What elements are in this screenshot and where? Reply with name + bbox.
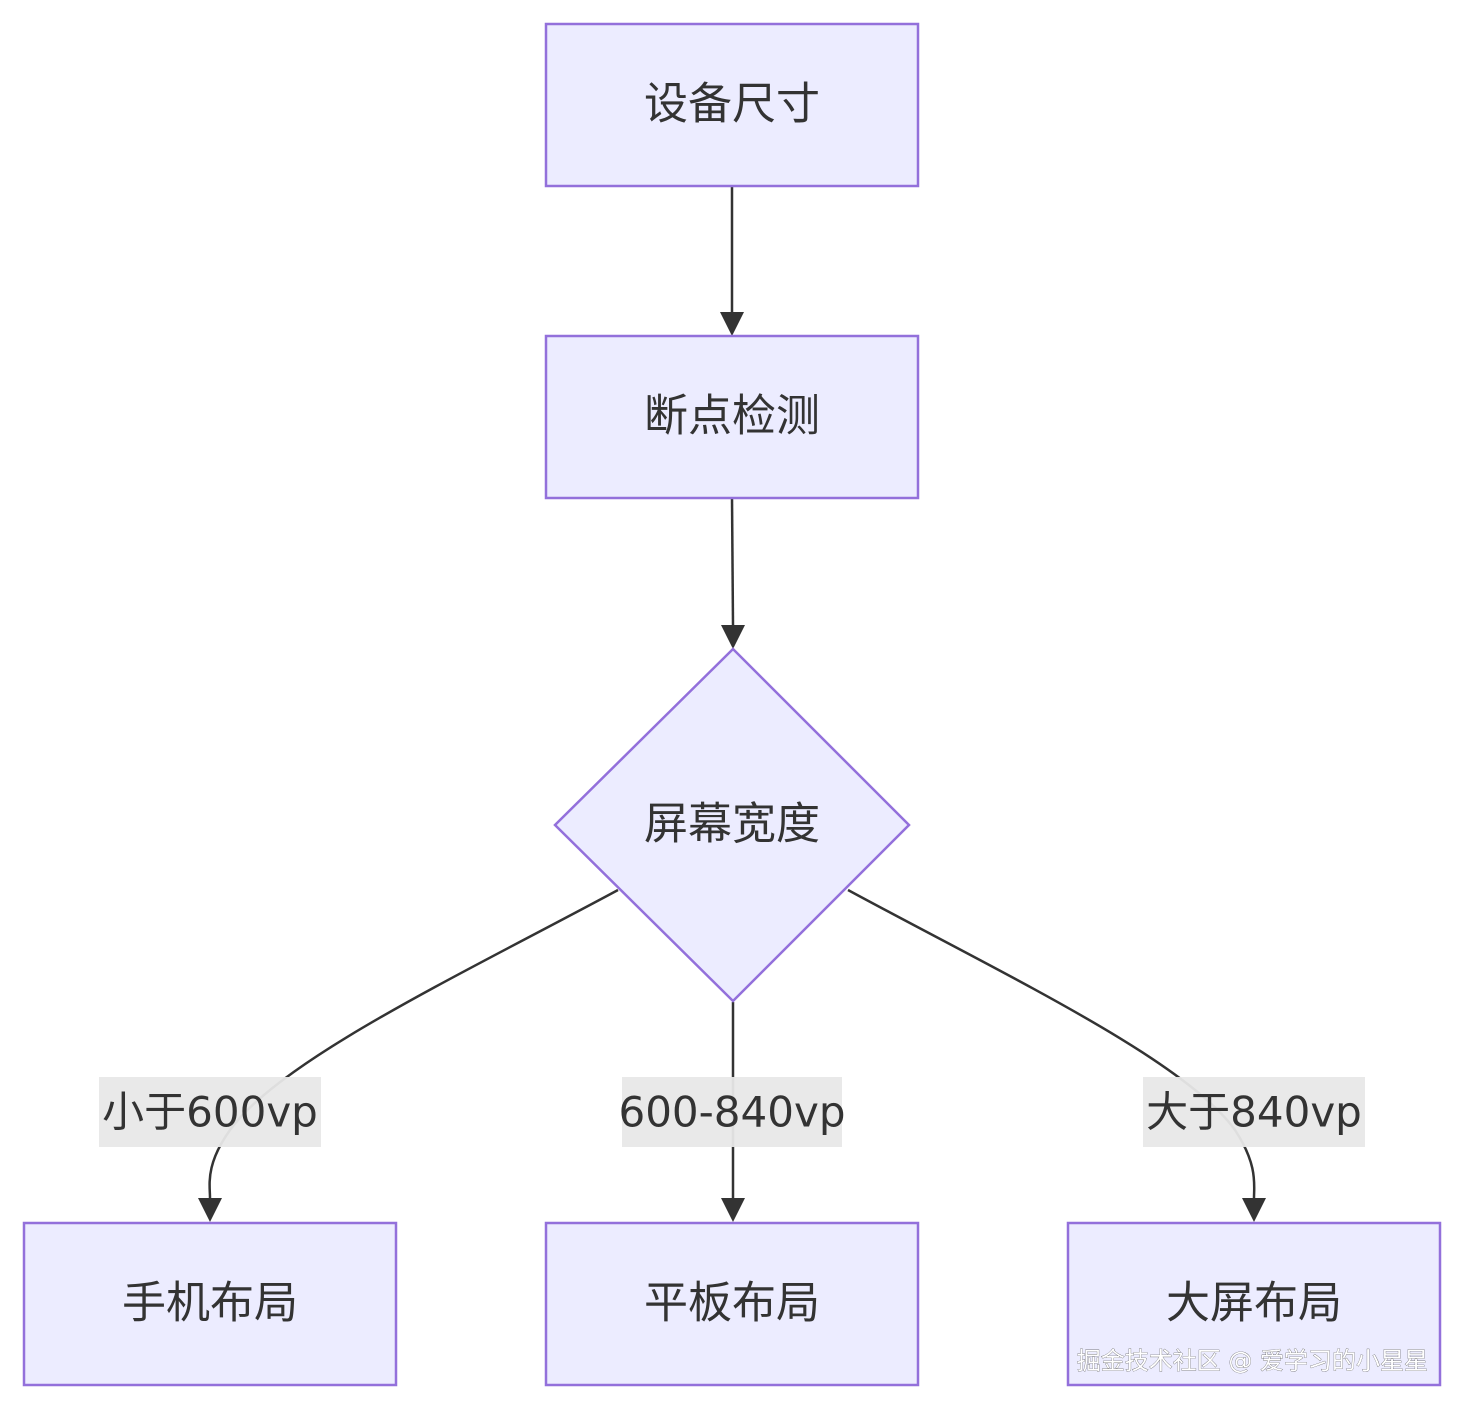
arrowhead-screen-to-tablet bbox=[721, 1198, 745, 1222]
node-large-layout-label: 大屏布局 bbox=[1166, 1278, 1342, 1329]
arrowhead-screen-to-phone bbox=[198, 1198, 222, 1222]
node-tablet-layout-label: 平板布局 bbox=[644, 1278, 820, 1329]
node-screen-width-label: 屏幕宽度 bbox=[644, 799, 820, 850]
edge-label-large: 大于840vp bbox=[1143, 1077, 1365, 1147]
node-phone-layout-label: 手机布局 bbox=[122, 1278, 298, 1329]
node-screen-width: 屏幕宽度 bbox=[553, 647, 911, 1003]
node-device-size-label: 设备尺寸 bbox=[644, 79, 820, 130]
arrowhead-screen-to-large bbox=[1242, 1198, 1266, 1222]
edge-screen-to-large bbox=[847, 888, 1256, 1199]
node-large-layout: 大屏布局 bbox=[1066, 1221, 1442, 1387]
edge-screen-to-phone bbox=[208, 888, 619, 1199]
node-device-size: 设备尺寸 bbox=[544, 22, 920, 188]
node-breakpoint-detect-label: 断点检测 bbox=[644, 391, 820, 442]
node-phone-layout: 手机布局 bbox=[22, 1221, 398, 1387]
node-tablet-layout: 平板布局 bbox=[544, 1221, 920, 1387]
edges bbox=[198, 186, 1266, 1222]
edge-label-large-text: 大于840vp bbox=[1146, 1088, 1362, 1137]
nodes: 设备尺寸 断点检测 屏幕宽度 手机布局 平板布局 大屏布局 bbox=[22, 22, 1442, 1387]
edge-breakpoint-to-screen bbox=[730, 497, 735, 626]
edge-labels: 小于600vp 600-840vp 大于840vp bbox=[99, 1077, 1365, 1147]
edge-label-small: 小于600vp bbox=[99, 1077, 321, 1147]
edge-label-medium-text: 600-840vp bbox=[618, 1088, 845, 1137]
arrowhead-device-to-breakpoint bbox=[720, 312, 744, 336]
watermark: 掘金技术社区 @ 爱学习的小星星 bbox=[1077, 1347, 1428, 1375]
edge-label-medium: 600-840vp bbox=[618, 1077, 846, 1147]
arrowhead-breakpoint-to-screen bbox=[721, 625, 745, 649]
edge-label-small-text: 小于600vp bbox=[102, 1088, 318, 1137]
node-breakpoint-detect: 断点检测 bbox=[544, 334, 920, 500]
